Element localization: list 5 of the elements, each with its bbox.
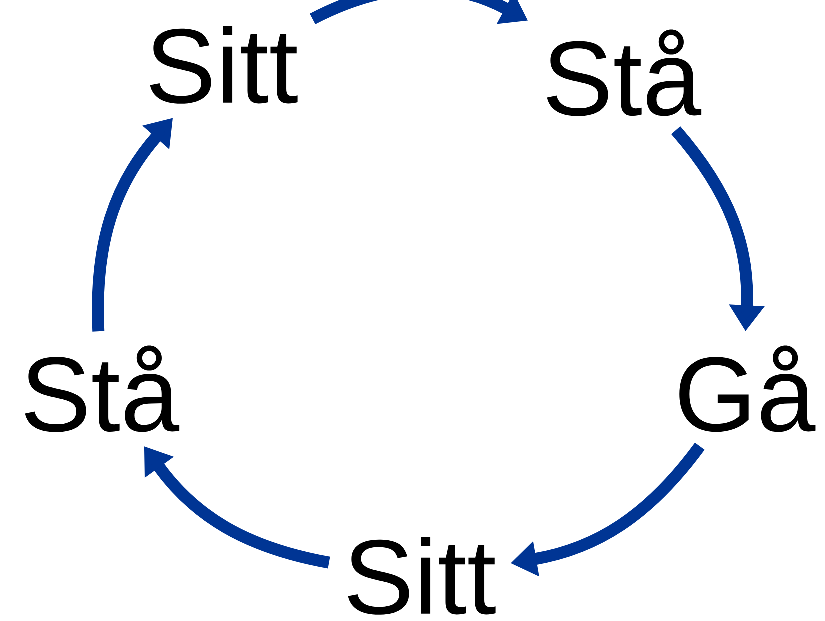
word-label: Sitt bbox=[150, 26, 298, 104]
word-label: Gå bbox=[680, 346, 816, 432]
word-label: Stå bbox=[25, 346, 180, 432]
word-label: Stå bbox=[547, 30, 702, 116]
word-label: Sitt bbox=[348, 537, 496, 615]
